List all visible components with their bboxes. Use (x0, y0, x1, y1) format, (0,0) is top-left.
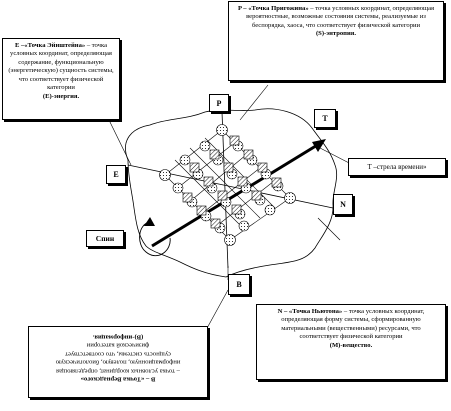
connector-n-point (317, 217, 341, 241)
label-spin: Спин (86, 230, 124, 247)
box-b-line-3: информационную, полевую, биологическую (55, 358, 181, 366)
label-e: E (106, 165, 126, 184)
label-p: P (209, 94, 229, 112)
system-boundary (125, 108, 338, 278)
box-b-line-4: сущность системы, что соответствует (65, 350, 171, 358)
lattice (164, 129, 291, 241)
box-e-einstein: E –«Точка Эйнштейна» – точка условных ко… (2, 38, 120, 120)
time-arrow-head (312, 139, 326, 152)
box-e-title: E –«Точка Эйнштейна» (14, 42, 86, 49)
box-p-text: – точка условных координат, определяющая… (246, 5, 435, 29)
connector-b-point (205, 289, 229, 331)
box-p-title: P – «Точка Пригожина» (237, 5, 309, 12)
box-n-newton: N – «Точка Ньютона» – точка условных коо… (256, 304, 446, 380)
time-arrow-line (151, 142, 320, 248)
lattice-nodes (159, 124, 296, 246)
box-t-text: T –стрела времени» (367, 162, 427, 171)
label-t: T (314, 109, 336, 128)
box-t-time-arrow: T –стрела времени» (348, 158, 446, 176)
label-n: N (333, 194, 353, 215)
box-b-line-2: – точка условных координат, определяющая (56, 367, 180, 375)
connector-p-point (239, 84, 269, 121)
box-n-text: – точка условных координат, определяющая… (281, 308, 425, 341)
box-e-text: – точка условных координат, определяющая… (8, 42, 114, 92)
box-b-flipped-text: В – «Точка Вернадского» – точка условных… (33, 332, 203, 383)
connector-e-point (108, 119, 132, 166)
label-b: B (228, 274, 250, 295)
box-b-vernadsky: В – «Точка Вернадского» – точка условных… (28, 326, 208, 398)
box-b-line-6: (B)-информация. (92, 333, 144, 341)
box-e-tail: (E)-энергия. (42, 92, 80, 100)
spin-arrow (139, 221, 171, 257)
spin-arrow-head (144, 217, 155, 226)
box-b-line-5: физической категории (86, 341, 150, 349)
box-n-tail: (M)-вещество. (329, 341, 373, 349)
box-b-line-1: В – «Точка Вернадского» (80, 375, 156, 383)
box-n-title: N – «Точка Ньютона» (277, 308, 343, 315)
box-p-prigogine: P – «Точка Пригожина» – точка условных к… (228, 1, 444, 81)
box-p-tail: (S)-энтропия. (315, 30, 356, 38)
